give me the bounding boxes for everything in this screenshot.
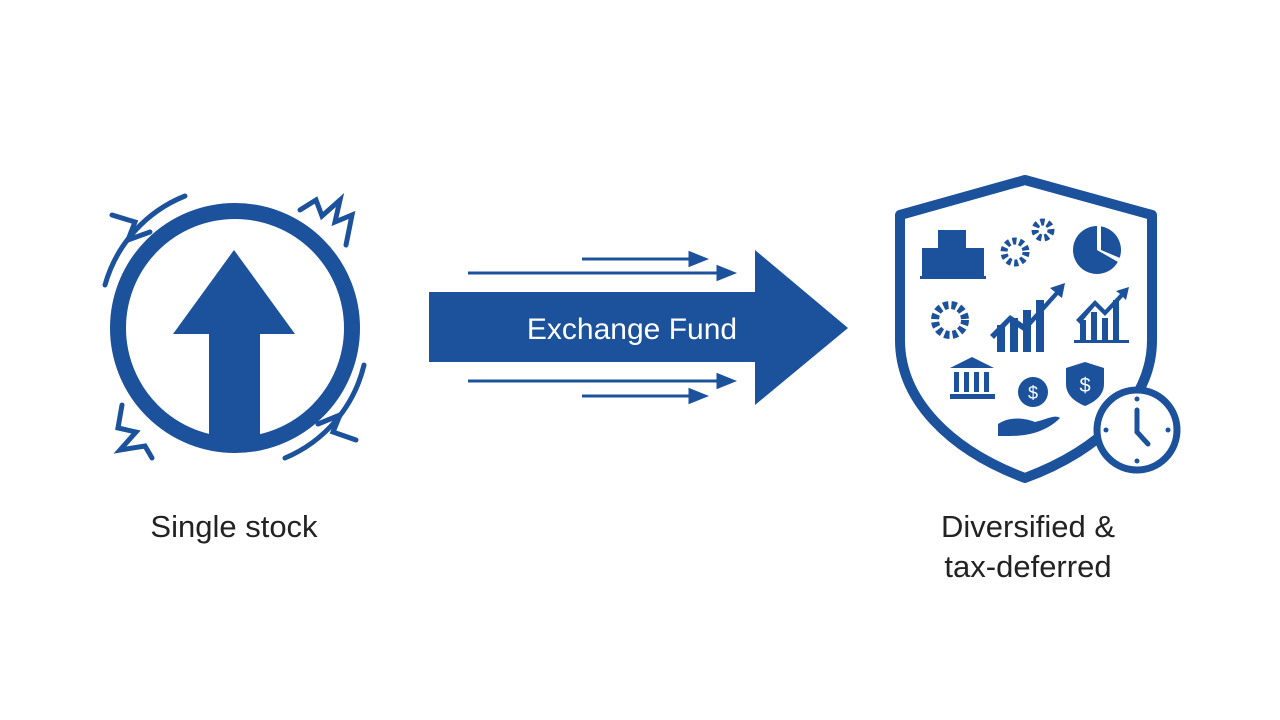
clock-icon [1093, 386, 1181, 474]
shield-portfolio-icon: $ $ [895, 175, 1181, 483]
gears-icon [1000, 218, 1055, 267]
gear-icon [931, 301, 969, 339]
shield-dollar-icon: $ [1066, 362, 1104, 406]
exchange-fund-label: Exchange Fund [527, 313, 737, 346]
growth-chart-small-icon [1074, 287, 1129, 343]
growth-chart-icon [990, 283, 1065, 352]
speed-lines-icon [468, 250, 738, 405]
bank-icon [950, 357, 995, 399]
diversified-label: Diversified & [941, 509, 1115, 544]
exchange-fund-arrow: Exchange Fund [429, 250, 848, 405]
pie-chart-icon [1073, 226, 1121, 274]
single-stock-icon [102, 192, 367, 461]
tax-deferred-label: tax-deferred [944, 549, 1112, 584]
buildings-icon [920, 230, 986, 279]
svg-text:$: $ [1079, 375, 1090, 397]
single-stock-label: Single stock [150, 509, 318, 544]
hand-coin-icon: $ [998, 377, 1060, 436]
shake-lines-icon [102, 192, 367, 461]
svg-text:$: $ [1028, 383, 1038, 403]
